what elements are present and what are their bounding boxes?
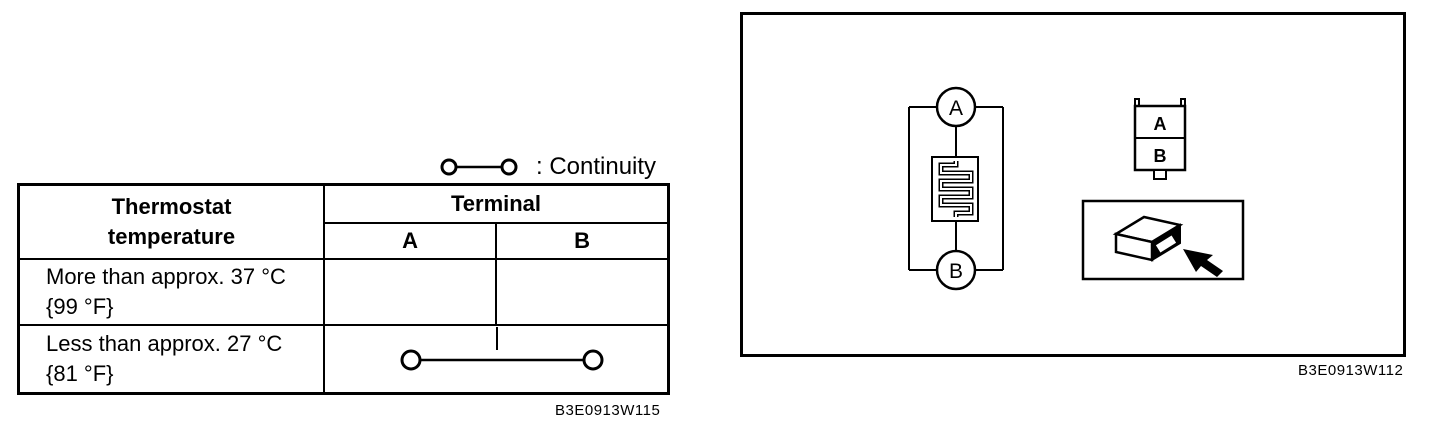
- header-line-2: temperature: [107, 224, 236, 249]
- condition-cell: More than approx. 37 °C {99 °F}: [17, 258, 325, 326]
- thermostat-circuit: A B: [908, 86, 1004, 291]
- connector-view-box: [1081, 199, 1245, 281]
- thermostat-diagram-panel: A B A B: [740, 12, 1406, 357]
- continuity-legend: : Continuity: [436, 150, 656, 184]
- terminal-a-header: A: [322, 222, 498, 260]
- condition-line-2: {99 °F}: [46, 294, 114, 319]
- header-line-1: Thermostat: [111, 194, 232, 219]
- continuity-symbol-icon: [400, 327, 604, 371]
- terminal-a-cell: [322, 258, 498, 326]
- figure-code-diagram: B3E0913W112: [1298, 362, 1404, 379]
- terminal-a-label: A: [949, 97, 963, 120]
- thermostat-diagram: A B A B: [908, 86, 1245, 291]
- figure-code-table: B3E0913W115: [555, 402, 661, 419]
- legend-label: : Continuity: [536, 153, 657, 180]
- thermostat-element-icon: [931, 156, 979, 222]
- condition-cell: Less than approx. 27 °C {81 °F}: [17, 324, 325, 395]
- connector-a-label: A: [1154, 114, 1167, 134]
- condition-line-1: Less than approx. 27 °C: [46, 331, 283, 356]
- terminal-b-header: B: [495, 222, 670, 260]
- arrow-icon: [1183, 249, 1223, 277]
- thermostat-temperature-header: Thermostat temperature: [17, 183, 325, 260]
- table-row: More than approx. 37 °C {99 °F}: [17, 258, 670, 326]
- table-row: Less than approx. 27 °C {81 °F}: [17, 324, 670, 395]
- terminal-b-label: B: [949, 260, 963, 283]
- connector-icon: [1112, 215, 1184, 262]
- continuity-table: Thermostat temperature Terminal A B More…: [17, 183, 670, 395]
- condition-line-2: {81 °F}: [46, 361, 114, 386]
- continuity-cell: [323, 324, 670, 395]
- continuity-symbol-icon: [440, 158, 518, 176]
- connector-terminal-view: A B: [1133, 98, 1187, 180]
- condition-line-1: More than approx. 37 °C: [46, 264, 286, 289]
- connector-b-label: B: [1154, 146, 1167, 166]
- terminal-header: Terminal: [323, 183, 670, 224]
- terminal-b-cell: [495, 258, 670, 326]
